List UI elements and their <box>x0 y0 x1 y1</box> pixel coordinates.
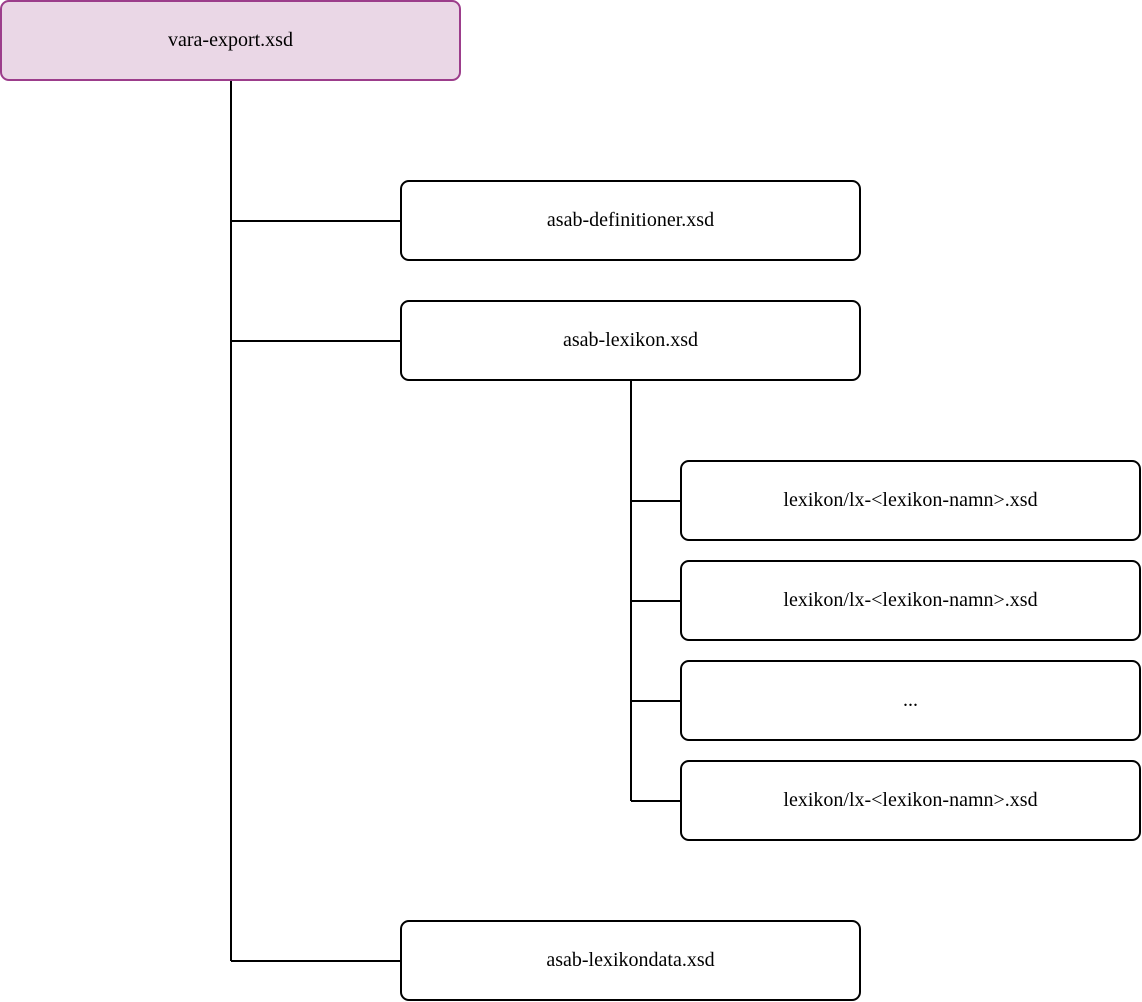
node-label: ... <box>903 689 918 711</box>
node-label: vara-export.xsd <box>168 29 293 51</box>
node-label: lexikon/lx-<lexikon-namn>.xsd <box>783 489 1038 511</box>
node-asab-lexikon[interactable]: asab-lexikon.xsd <box>400 300 861 381</box>
node-lexikon-file-1[interactable]: lexikon/lx-<lexikon-namn>.xsd <box>680 460 1141 541</box>
node-label: lexikon/lx-<lexikon-namn>.xsd <box>783 589 1038 611</box>
node-lexikon-file-2[interactable]: lexikon/lx-<lexikon-namn>.xsd <box>680 560 1141 641</box>
node-label: asab-definitioner.xsd <box>546 209 715 231</box>
node-lexikon-ellipsis[interactable]: ... <box>680 660 1141 741</box>
node-label: asab-lexikon.xsd <box>563 329 698 351</box>
node-label: asab-lexikondata.xsd <box>546 949 715 971</box>
node-label: lexikon/lx-<lexikon-namn>.xsd <box>783 789 1038 811</box>
node-vara-export[interactable]: vara-export.xsd <box>0 0 461 81</box>
node-asab-definitioner[interactable]: asab-definitioner.xsd <box>400 180 861 261</box>
node-asab-lexikondata[interactable]: asab-lexikondata.xsd <box>400 920 861 1001</box>
node-lexikon-file-n[interactable]: lexikon/lx-<lexikon-namn>.xsd <box>680 760 1141 841</box>
